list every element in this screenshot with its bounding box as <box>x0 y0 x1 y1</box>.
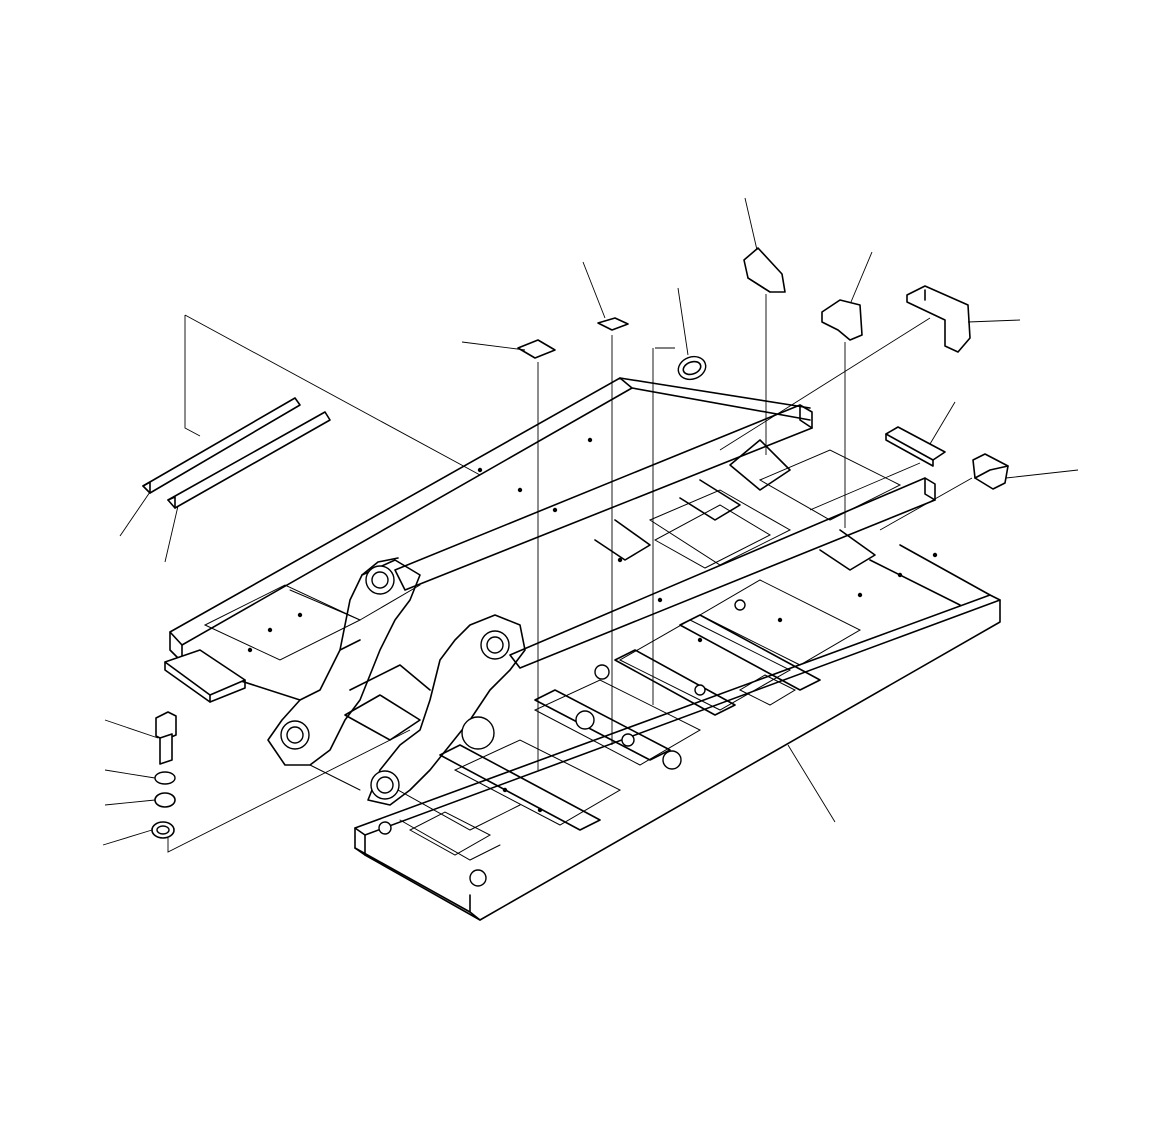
frame-outer-body <box>169 377 1001 921</box>
step-plate <box>164 649 246 703</box>
rubber-ring <box>677 355 707 381</box>
leader-lines <box>102 197 1079 853</box>
bracket-block-2 <box>821 299 863 341</box>
bolt-assembly <box>151 711 177 839</box>
boom-bracket <box>267 557 526 806</box>
side-rail-pieces <box>142 397 331 509</box>
bar-piece <box>885 426 946 467</box>
corner-block <box>906 285 971 353</box>
frame-holes <box>247 437 938 887</box>
bracket-block-1 <box>743 247 786 293</box>
small-plates <box>517 317 629 359</box>
main-beams <box>394 404 936 669</box>
cube-piece <box>972 453 1009 490</box>
